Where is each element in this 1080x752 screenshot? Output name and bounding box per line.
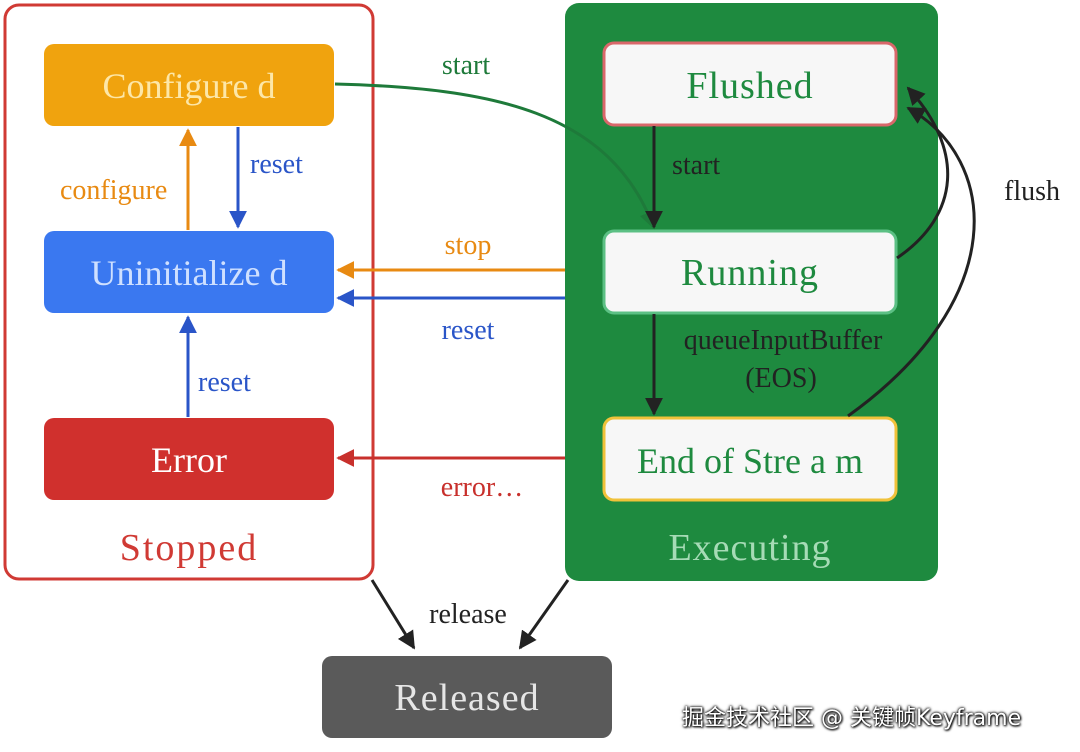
- state-end-of-stream-label: End of Stre a m: [637, 441, 863, 481]
- edge-reset-executing-label: reset: [442, 315, 495, 346]
- state-error: [44, 418, 334, 500]
- edge-flush-eos: [847, 106, 976, 418]
- state-flushed: [602, 41, 898, 127]
- stopped-group-label: Stopped: [120, 527, 259, 569]
- edge-reset-error-label: reset: [198, 367, 251, 398]
- edge-start-flushed-label: start: [672, 150, 720, 181]
- edge-release-stopped: [370, 579, 416, 650]
- edge-stop-label: stop: [445, 230, 492, 261]
- state-error-label: Error: [151, 440, 227, 480]
- edge-configure-label: configure: [60, 175, 167, 206]
- edge-release-executing: [518, 579, 570, 650]
- edge-release-label: release: [429, 599, 507, 630]
- edge-queue-input-label-line1: queueInputBuffer: [684, 325, 883, 356]
- state-flushed-label: Flushed: [686, 65, 813, 107]
- watermark-text: 掘金技术社区 @ 关键帧Keyframe: [682, 706, 1022, 731]
- state-released: [322, 656, 612, 738]
- edge-error-label: error…: [441, 472, 523, 503]
- executing-group-label: Executing: [668, 527, 831, 569]
- state-uninitialized: [44, 231, 334, 313]
- state-running: [602, 229, 898, 315]
- edge-queue-input-label-line2: (EOS): [745, 363, 817, 394]
- state-end-of-stream: [602, 416, 898, 502]
- state-released-label: Released: [394, 677, 539, 719]
- state-running-label: Running: [681, 252, 819, 294]
- state-configured-label: Configure d: [103, 66, 276, 106]
- edge-reset-configured-label: reset: [250, 149, 303, 180]
- edge-start-configured-label: start: [442, 50, 490, 81]
- state-configured: [44, 44, 334, 126]
- edge-start-configured-running: [334, 82, 657, 230]
- edge-flush-label: flush: [1004, 176, 1060, 207]
- state-uninitialized-label: Uninitialize d: [91, 253, 288, 293]
